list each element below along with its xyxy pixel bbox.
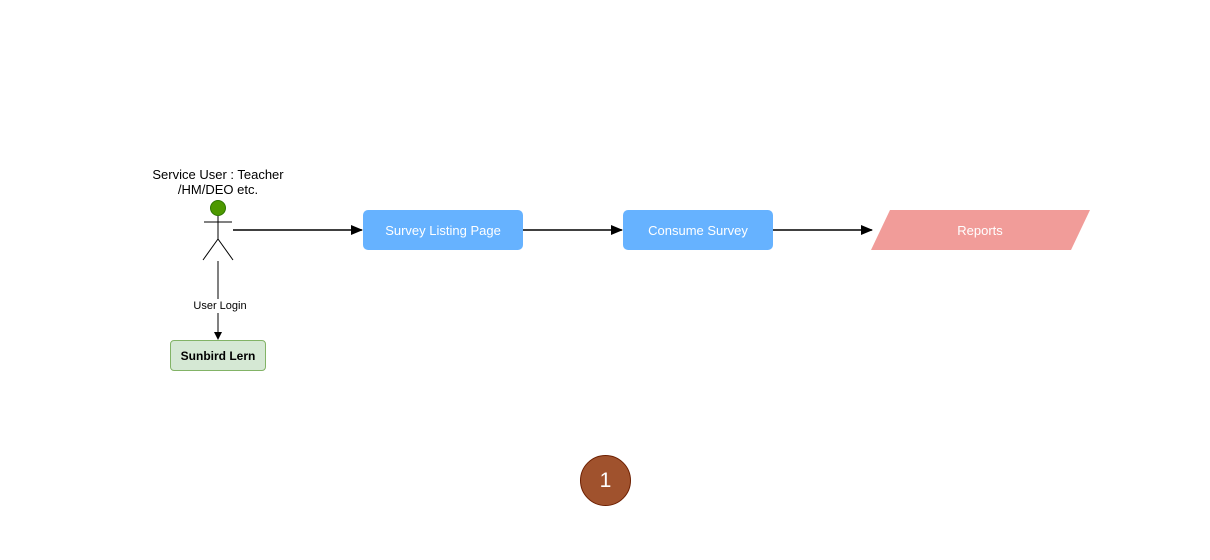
reports-label: Reports [957, 222, 1003, 238]
consume-survey-node[interactable]: Consume Survey [623, 210, 773, 250]
sunbird-lern-label: Sunbird Lern [180, 348, 256, 363]
consume-survey-label: Consume Survey [648, 222, 748, 238]
survey-listing-page-node[interactable]: Survey Listing Page [363, 210, 523, 250]
user-login-edge-label: User Login [186, 299, 254, 313]
actor-label: Service User : Teacher /HM/DEO etc. [138, 167, 298, 197]
actor-label-line1: Service User : Teacher [152, 167, 284, 182]
actor-right-leg [217, 238, 234, 261]
reports-node[interactable]: Reports [890, 210, 1070, 250]
actor-figure[interactable] [202, 200, 234, 261]
reports-shape[interactable] [871, 210, 1090, 250]
actor-head [210, 200, 226, 216]
actor-left-leg [202, 238, 219, 261]
sunbird-lern-node[interactable]: Sunbird Lern [170, 340, 266, 371]
step-number-badge: 1 [580, 455, 631, 506]
step-number: 1 [599, 468, 612, 492]
actor-label-line2: /HM/DEO etc. [177, 182, 259, 197]
survey-listing-page-label: Survey Listing Page [385, 222, 501, 238]
